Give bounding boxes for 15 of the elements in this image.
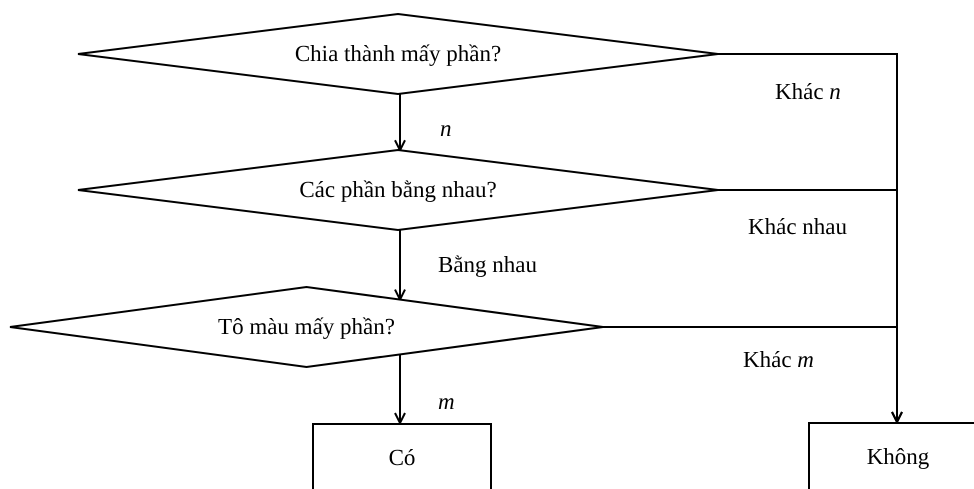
edge-label: Bằng nhau <box>438 253 538 276</box>
decision-diamond <box>78 150 718 230</box>
decision-text: Các phần bằng nhau? <box>299 177 497 203</box>
arrow <box>603 326 903 423</box>
result-text: Có <box>388 445 416 472</box>
arrow <box>394 354 406 424</box>
decision-text: Tô màu mấy phần? <box>218 314 395 340</box>
decision-text: Chia thành mấy phần? <box>294 41 502 67</box>
decision-diamond <box>10 287 603 367</box>
arrow <box>394 94 406 152</box>
result-text: Không <box>866 444 930 471</box>
decision-diamond <box>78 14 718 94</box>
result-box <box>312 423 492 489</box>
arrow <box>394 230 406 301</box>
result-box <box>808 422 974 489</box>
